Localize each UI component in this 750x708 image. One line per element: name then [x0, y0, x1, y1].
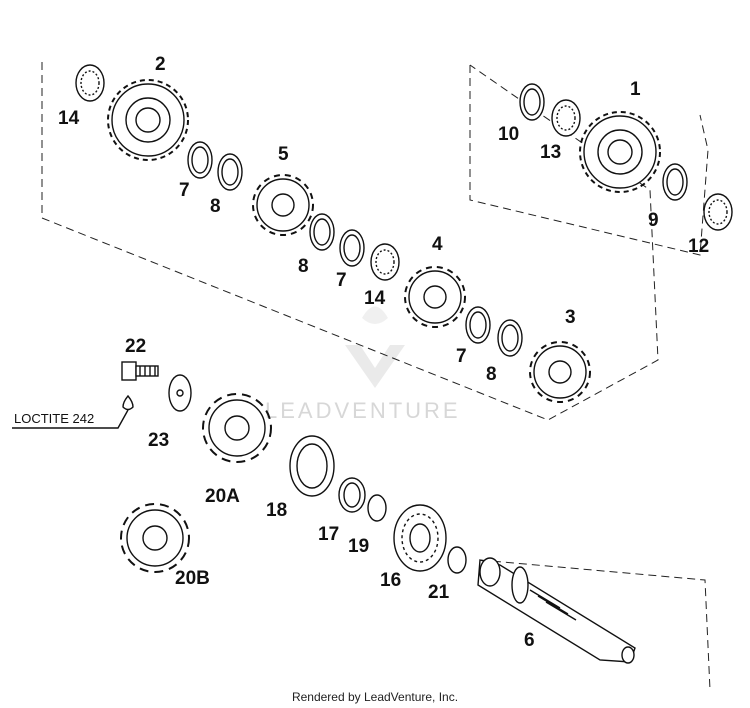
part-number-5: 5: [278, 144, 289, 165]
part-number-21: 21: [428, 582, 450, 603]
loctite-drop-icon: [122, 394, 134, 411]
washer-10: [519, 83, 545, 121]
needle-bearing-13: [551, 99, 581, 137]
part-number-7a: 7: [179, 180, 190, 201]
part-number-20b: 20B: [175, 568, 210, 589]
part-number-2: 2: [155, 54, 166, 75]
gear-5: [252, 174, 314, 236]
sprocket-20a: [202, 393, 272, 463]
thrust-washer-7-mid: [339, 229, 365, 267]
o-ring-21: [447, 546, 467, 574]
part-number-10: 10: [498, 124, 519, 145]
part-number-8a: 8: [210, 196, 221, 217]
bushing-17: [338, 477, 366, 513]
thrust-washer-7-low: [465, 306, 491, 344]
circlip-8-top: [217, 153, 243, 191]
ball-bearing-16: [393, 504, 447, 572]
gear-2: [107, 79, 189, 161]
part-number-13: 13: [540, 142, 561, 163]
gear-1: [579, 111, 661, 193]
part-number-17: 17: [318, 524, 339, 545]
part-number-20a: 20A: [205, 486, 240, 507]
part-number-7b: 7: [336, 270, 347, 291]
part-number-8b: 8: [298, 256, 309, 277]
watermark-text: LEADVENTURE: [265, 398, 461, 423]
part-number-6: 6: [524, 630, 535, 651]
needle-bearing-14-mid: [370, 243, 400, 281]
part-number-8c: 8: [486, 364, 497, 385]
part-number-7c: 7: [456, 346, 467, 367]
dashed-boundary-lower: [479, 559, 711, 691]
part-number-16: 16: [380, 570, 401, 591]
part-number-22: 22: [125, 336, 146, 357]
part-number-19: 19: [348, 536, 369, 557]
loctite-callout: LOCTITE 242: [14, 411, 94, 426]
needle-bearing-14-top: [75, 64, 105, 102]
circlip-8-low: [497, 319, 523, 357]
circlip-8-mid: [309, 213, 335, 251]
part-number-3: 3: [565, 307, 576, 328]
part-number-4: 4: [432, 234, 443, 255]
washer-23: [168, 374, 192, 412]
gear-3: [529, 341, 591, 403]
seal-18: [289, 435, 335, 497]
footer-credit: Rendered by LeadVenture, Inc.: [291, 690, 459, 704]
bushing-12: [703, 193, 733, 231]
part-number-1: 1: [630, 79, 641, 100]
dashed-boundary-right: [469, 65, 709, 256]
part-number-23: 23: [148, 430, 169, 451]
gear-4: [404, 266, 466, 328]
watermark-logo: [345, 306, 405, 388]
sprocket-20b: [120, 503, 190, 573]
o-ring-19: [367, 494, 387, 522]
shaft-6: [477, 557, 636, 664]
part-number-12: 12: [688, 236, 709, 257]
loctite-callout-line: [12, 409, 129, 429]
thrust-washer-7-top: [187, 141, 213, 179]
part-number-18: 18: [266, 500, 287, 521]
washer-9: [662, 163, 688, 201]
part-number-9: 9: [648, 210, 659, 231]
bolt-22: [121, 361, 159, 381]
part-number-14a: 14: [58, 108, 80, 129]
part-number-14b: 14: [364, 288, 386, 309]
